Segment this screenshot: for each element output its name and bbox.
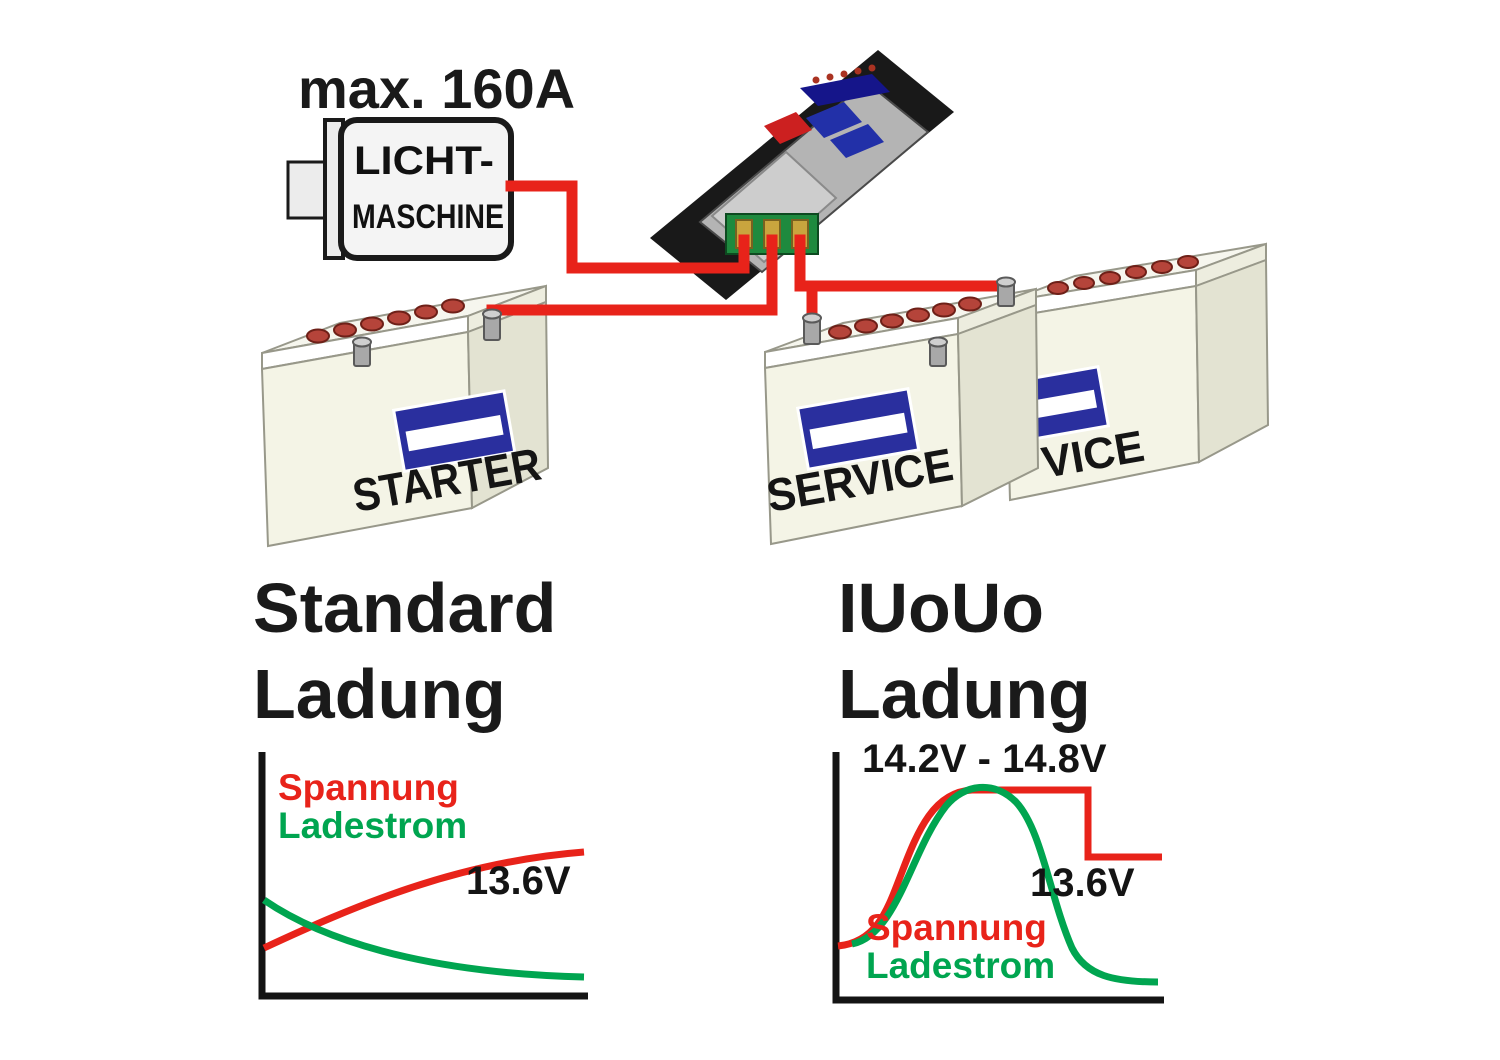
controller-red-component	[764, 112, 812, 144]
chart-iuouo-axes	[832, 752, 1164, 1004]
heading-iuouo-line2: Ladung	[838, 655, 1091, 733]
chart-standard-axes	[258, 752, 588, 1000]
starter-wire-post	[482, 308, 502, 341]
battery-side-face	[956, 303, 1040, 508]
starter-second-post	[352, 336, 372, 367]
service-front-second-post	[928, 336, 948, 367]
battery-side-face	[1194, 258, 1270, 464]
battery-caps	[306, 298, 465, 344]
service-rear-wire-post	[996, 276, 1016, 307]
heading-iuouo-line1: IUoUo	[838, 569, 1044, 647]
controller-top-connector	[800, 74, 890, 106]
controller-blue-component-1	[806, 102, 862, 138]
heading-standard-line1: Standard	[253, 569, 556, 647]
wire-alternator-to-controller	[505, 180, 750, 274]
chart-iuouo-current-label: Ladestrom	[866, 945, 1055, 986]
max-current-label: max. 160A	[298, 57, 575, 120]
chart-standard-float-voltage: 13.6V	[466, 859, 571, 903]
chart-standard-current-curve	[262, 897, 585, 981]
alternator-label-line2: MASCHINE	[352, 198, 504, 236]
chart-iuouo-voltage-label: Spannung	[866, 907, 1047, 948]
chart-standard-current-label: Ladestrom	[278, 805, 467, 846]
headings: Standard Ladung IUoUo Ladung	[253, 569, 1091, 733]
battery-service-rear: VICE	[985, 242, 1270, 502]
battery-brand-label	[391, 389, 517, 474]
service-front-wire-post	[802, 312, 822, 345]
chart-iuouo-absorption-range: 14.2V - 14.8V	[862, 737, 1107, 781]
chart-iuouo-float-voltage: 13.6V	[1030, 861, 1135, 905]
battery-caps	[828, 296, 982, 340]
battery-caps	[1047, 255, 1199, 295]
alternator-label-line1: LICHT-	[354, 139, 494, 183]
chart-standard-voltage-label: Spannung	[278, 767, 459, 808]
controller-terminal-dots	[812, 64, 876, 84]
battery-service-front: SERVICE	[763, 287, 1040, 546]
heading-standard-line2: Ladung	[253, 655, 506, 733]
chart-standard: Spannung Ladestrom 13.6V	[258, 752, 588, 1000]
battery-brand-label	[795, 386, 921, 471]
chart-iuouo: 14.2V - 14.8V Spannung Ladestrom 13.6V	[832, 737, 1164, 1004]
controller-blue-component-2	[830, 124, 884, 158]
chart-standard-voltage-curve	[262, 848, 585, 952]
chart-iuouo-current-curve	[850, 784, 1159, 986]
battery-posts	[352, 276, 1016, 367]
battery-starter: STARTER	[260, 284, 550, 548]
